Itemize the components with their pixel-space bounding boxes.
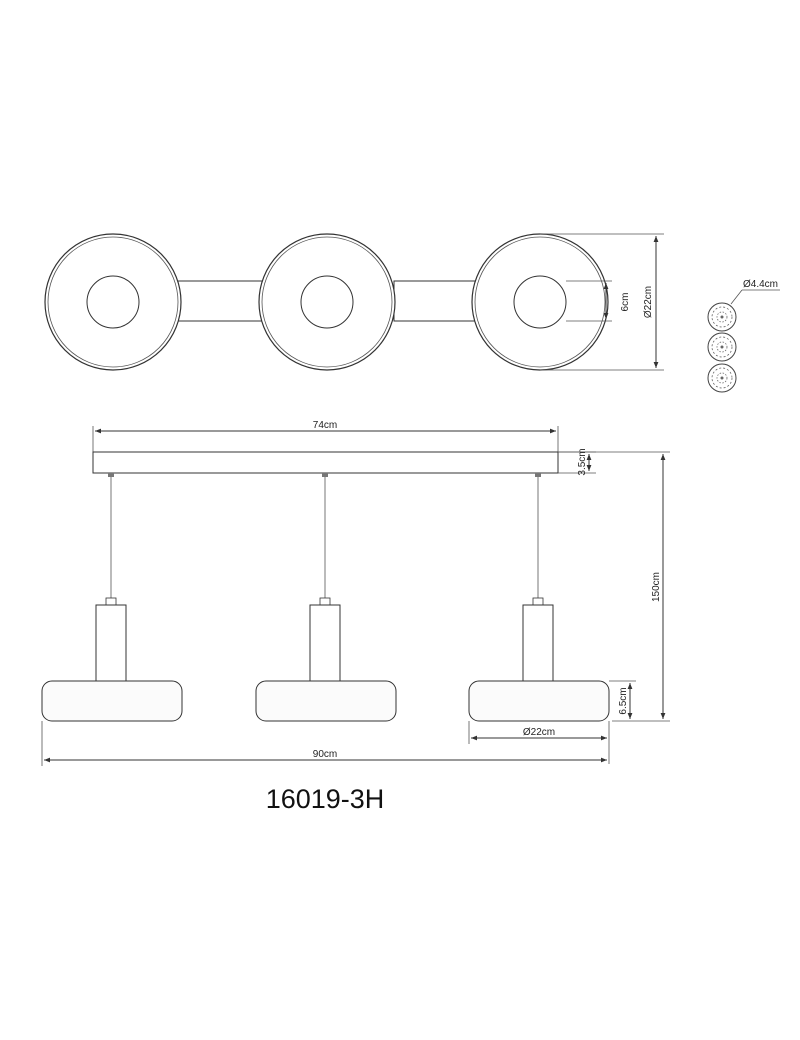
dim-label-total-height: 150cm bbox=[651, 572, 662, 602]
bulb-icon bbox=[707, 302, 737, 332]
top-shade-rim bbox=[261, 236, 393, 368]
pendant bbox=[41, 473, 183, 722]
top-shade-rim bbox=[47, 236, 179, 368]
top-connector-right bbox=[393, 280, 479, 322]
dim-label-shade-height: 6.5cm bbox=[618, 687, 629, 714]
top-shade-inner bbox=[300, 275, 354, 329]
dim-label-shade-side: Ø22cm bbox=[523, 727, 555, 738]
dim-label-bulb: Ø4.4cm bbox=[743, 279, 778, 290]
model-number: 16019-3H bbox=[266, 784, 385, 814]
pendant-shade bbox=[255, 680, 397, 722]
dim-label-hole: 6cm bbox=[620, 293, 631, 312]
pendant bbox=[468, 473, 610, 722]
dim-label-canopy-height: 3.5cm bbox=[577, 448, 588, 475]
bulb-icon bbox=[707, 363, 737, 393]
canopy bbox=[92, 451, 559, 474]
top-shade-outer bbox=[44, 233, 182, 371]
top-shade-outer bbox=[471, 233, 609, 371]
top-shade-inner bbox=[513, 275, 567, 329]
pendant bbox=[255, 473, 397, 722]
dim-label-canopy-length: 74cm bbox=[313, 420, 337, 431]
bulb-leader-line bbox=[730, 289, 743, 305]
top-connector-left bbox=[177, 280, 263, 322]
side-view: 74cm 3.5cm 150cm bbox=[41, 420, 670, 766]
pendant-holder bbox=[95, 604, 127, 682]
dim-label-shade-top: Ø22cm bbox=[643, 286, 654, 318]
top-shade-outer bbox=[258, 233, 396, 371]
top-view: 6cm Ø22cm bbox=[44, 233, 664, 371]
pendant-holder bbox=[309, 604, 341, 682]
bulb-icons: Ø4.4cm bbox=[707, 279, 780, 393]
dim-label-total-width: 90cm bbox=[313, 749, 337, 760]
pendant-shade bbox=[41, 680, 183, 722]
bulb-icon bbox=[707, 332, 737, 362]
top-shade-inner bbox=[86, 275, 140, 329]
pendant-shade bbox=[468, 680, 610, 722]
pendant-holder bbox=[522, 604, 554, 682]
